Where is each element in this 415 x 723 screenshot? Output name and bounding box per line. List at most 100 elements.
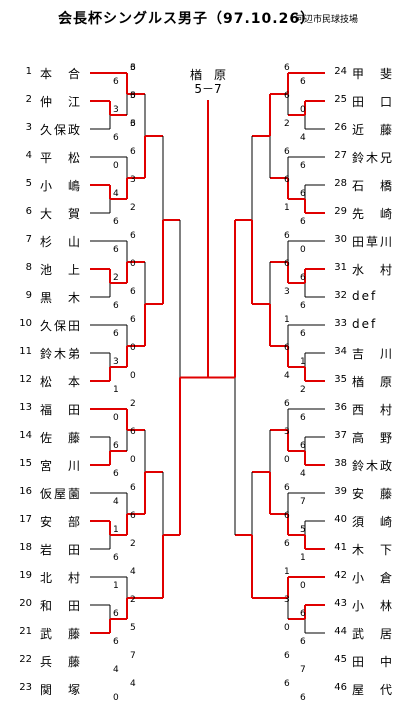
player-name: 福 田 [40,403,83,417]
match-score: 5 [130,623,136,633]
player-name: 北 村 [40,571,83,585]
player-number: 37 [334,430,347,441]
player-name: 鈴木政 [352,459,395,473]
match-score: 6 [113,77,119,87]
player-number: 34 [334,346,347,357]
player-number: 11 [19,346,32,357]
match-score: 3 [130,91,136,101]
match-score: 6 [284,651,290,661]
match-score: 1 [113,385,119,395]
final-score: 5－7 [194,82,222,96]
player-number: 27 [334,150,347,161]
player-number: 24 [334,66,347,77]
match-score: 6 [284,63,290,73]
match-score: 7 [300,497,306,507]
player-name: 武 居 [352,627,395,641]
player-number: 32 [334,290,347,301]
player-number: 12 [19,374,32,385]
match-score: 6 [130,315,136,325]
player-name: 仮屋薗 [40,487,83,501]
player-name: 黒 木 [40,291,83,305]
player-name: 小 林 [352,599,395,613]
match-score: 6 [130,287,136,297]
player-name: 田 中 [352,655,395,669]
match-score: 6 [284,539,290,549]
match-score: 2 [130,203,136,213]
match-score: 6 [284,679,290,689]
match-score: 6 [300,189,306,199]
match-score: 6 [300,413,306,423]
player-name: 小 倉 [352,571,395,585]
player-name: 大 賀 [40,207,83,221]
player-number: 45 [334,654,347,665]
player-number: 39 [334,486,347,497]
match-score: 1 [284,315,290,325]
match-score: 4 [113,189,119,199]
player-number: 41 [334,542,347,553]
match-score: 6 [284,399,290,409]
player-number: 21 [19,626,32,637]
match-score: 0 [130,455,136,465]
player-name: 仲 江 [40,95,83,109]
player-number: 36 [334,402,347,413]
match-score: 6 [284,259,290,269]
player-name: 安 藤 [352,487,395,501]
match-score: 2 [130,399,136,409]
match-score: 4 [113,497,119,507]
match-score: 1 [300,553,306,563]
match-score: 1 [284,203,290,213]
player-number: 5 [25,178,32,189]
venue-label: 河辺市民球技場 [295,15,359,25]
match-score: 6 [300,161,306,171]
match-score: 4 [300,469,306,479]
player-number: 25 [334,94,347,105]
player-number: 46 [334,682,347,693]
match-score: 4 [130,567,136,577]
match-score: 2 [130,595,136,605]
match-score: 4 [300,133,306,143]
match-score: 6 [130,231,136,241]
match-score: 0 [284,455,290,465]
match-score: 6 [284,343,290,353]
match-score: 1 [113,581,119,591]
player-number: 13 [19,402,32,413]
player-name: 久保田 [40,319,83,333]
match-score: 6 [113,469,119,479]
player-number: 4 [25,150,32,161]
player-number: 30 [334,234,347,245]
player-number: 19 [19,570,32,581]
match-score: 3 [130,175,136,185]
match-score: 3 [130,119,136,129]
player-number: 28 [334,178,347,189]
player-name: 木 下 [352,543,395,557]
player-name: 久保政 [40,123,83,137]
player-name: 安 部 [40,515,83,529]
match-score: 6 [113,553,119,563]
match-score: 6 [300,273,306,283]
player-name: 本 合 [40,67,83,81]
match-score: 6 [284,511,290,521]
match-score: 6 [130,483,136,493]
match-score: 6 [113,637,119,647]
player-number: 10 [19,318,32,329]
header: 会長杯シングルス男子（97.10.26） 河辺市民球技場 [0,6,415,28]
player-number: 3 [25,122,32,133]
match-score: 0 [300,245,306,255]
match-score: 6 [130,119,136,129]
match-score: 4 [113,665,119,675]
player-number: 14 [19,430,32,441]
player-name: 武 藤 [40,627,83,641]
match-score: 3 [284,427,290,437]
player-number: 42 [334,570,347,581]
match-score: 2 [300,385,306,395]
player-number: 7 [25,234,32,245]
match-score: 0 [300,581,306,591]
match-score: 6 [300,637,306,647]
player-number: 20 [19,598,32,609]
match-score: 0 [130,343,136,353]
player-number: 44 [334,626,347,637]
player-number: 8 [25,262,32,273]
match-score: 2 [284,119,290,129]
match-score: 5 [300,525,306,535]
match-score: 6 [284,91,290,101]
